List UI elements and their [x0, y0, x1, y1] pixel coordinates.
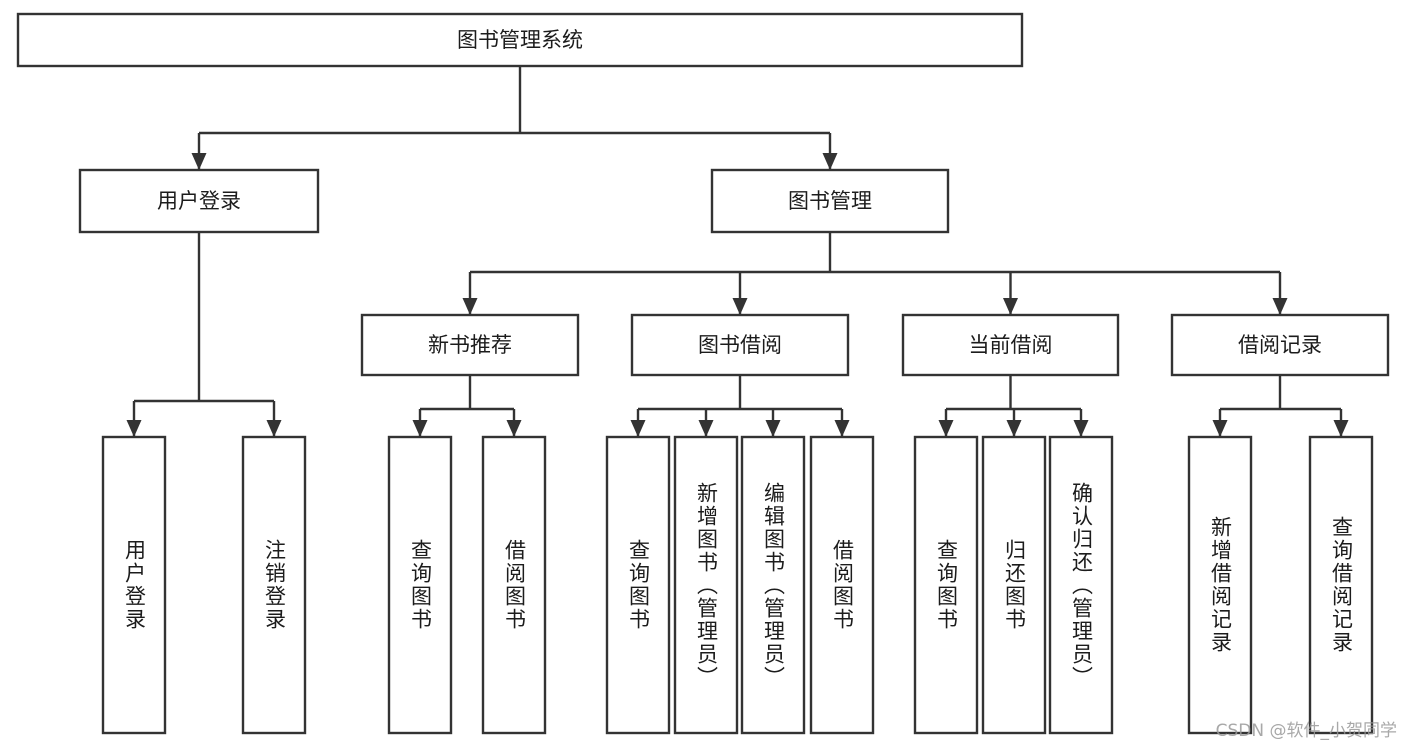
- node-box-book-borrow: [630, 313, 850, 377]
- arrow-head: [834, 420, 850, 437]
- node-box-leaf-query-book-bb: [605, 435, 671, 735]
- node-box-leaf-return-book: [981, 435, 1047, 735]
- node-box-leaf-confirm-return: [1048, 435, 1114, 735]
- arrow-head: [126, 420, 142, 437]
- node-box-new-book-recommend: [360, 313, 580, 377]
- arrow-head: [412, 420, 428, 437]
- arrow-head: [938, 420, 954, 437]
- node-leaf-query-book-bb[interactable]: [605, 435, 671, 735]
- node-box-leaf-query-borrow-record: [1308, 435, 1374, 735]
- arrow-head: [732, 298, 748, 315]
- node-label-user-login: 用户登录: [157, 189, 241, 213]
- node-leaf-query-book-nbr[interactable]: [387, 435, 453, 735]
- node-label-new-book-recommend: 新书推荐: [428, 333, 512, 357]
- node-box-leaf-logout-login: [241, 435, 307, 735]
- arrow-head: [1272, 298, 1288, 315]
- node-leaf-logout-login[interactable]: [241, 435, 307, 735]
- arrow-head: [765, 420, 781, 437]
- node-leaf-query-borrow-record[interactable]: [1308, 435, 1374, 735]
- node-box-user-login: [78, 168, 320, 234]
- connector-layer: [126, 66, 1349, 437]
- node-leaf-borrow-book-nbr[interactable]: [481, 435, 547, 735]
- node-label-current-borrow: 当前借阅: [969, 333, 1053, 357]
- node-box-root: [16, 12, 1024, 68]
- node-box-leaf-query-book-nbr: [387, 435, 453, 735]
- node-leaf-query-book-cb[interactable]: [913, 435, 979, 735]
- arrow-head: [1003, 298, 1018, 315]
- node-book-manage[interactable]: 图书管理: [710, 168, 950, 234]
- node-label-book-borrow: 图书借阅: [698, 333, 782, 357]
- node-leaf-edit-book[interactable]: [740, 435, 806, 735]
- node-leaf-confirm-return[interactable]: [1048, 435, 1114, 735]
- node-box-leaf-edit-book: [740, 435, 806, 735]
- node-borrow-record[interactable]: 借阅记录: [1170, 313, 1390, 377]
- node-book-borrow[interactable]: 图书借阅: [630, 313, 850, 377]
- arrow-head: [266, 420, 282, 437]
- arrow-head: [1333, 420, 1349, 437]
- node-box-leaf-user-login: [101, 435, 167, 735]
- node-box-leaf-borrow-book-nbr: [481, 435, 547, 735]
- node-leaf-return-book[interactable]: [981, 435, 1047, 735]
- node-new-book-recommend[interactable]: 新书推荐: [360, 313, 580, 377]
- node-box-leaf-query-book-cb: [913, 435, 979, 735]
- node-leaf-add-borrow-record[interactable]: [1187, 435, 1253, 735]
- node-current-borrow[interactable]: 当前借阅: [901, 313, 1120, 377]
- node-root[interactable]: 图书管理系统: [16, 12, 1024, 68]
- arrow-head: [822, 153, 838, 170]
- arrow-head: [698, 420, 714, 437]
- arrow-head: [630, 420, 646, 437]
- arrow-head: [191, 153, 207, 170]
- arrow-head: [1006, 420, 1022, 437]
- node-box-leaf-add-borrow-record: [1187, 435, 1253, 735]
- node-box-leaf-borrow-book-bb: [809, 435, 875, 735]
- node-box-current-borrow: [901, 313, 1120, 377]
- node-leaf-add-book[interactable]: [673, 435, 739, 735]
- arrow-head: [506, 420, 522, 437]
- arrow-head: [1073, 420, 1089, 437]
- node-user-login[interactable]: 用户登录: [78, 168, 320, 234]
- node-label-borrow-record: 借阅记录: [1238, 333, 1322, 357]
- node-box-book-manage: [710, 168, 950, 234]
- node-leaf-borrow-book-bb[interactable]: [809, 435, 875, 735]
- node-label-book-manage: 图书管理: [788, 189, 872, 213]
- arrow-head: [1212, 420, 1228, 437]
- node-leaf-user-login[interactable]: [101, 435, 167, 735]
- node-box-borrow-record: [1170, 313, 1390, 377]
- csdn-watermark: CSDN @软件_小贺同学: [1215, 721, 1397, 741]
- node-label-root: 图书管理系统: [457, 28, 583, 52]
- node-box-leaf-add-book: [673, 435, 739, 735]
- arrow-head: [462, 298, 478, 315]
